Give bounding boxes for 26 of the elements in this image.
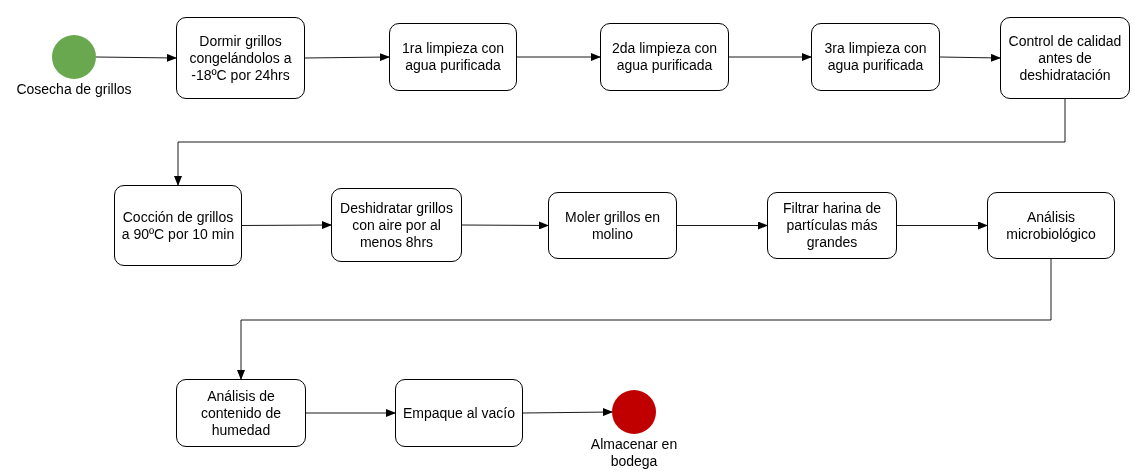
step-text: Deshidratar grillos con aire por al menos 8hrs (339, 199, 454, 251)
process-box (811, 23, 940, 91)
step-text: 1ra limpieza con agua purificada (401, 40, 505, 74)
step-text: Análisis de contenido de humedad (199, 387, 283, 439)
step-text: 2da limpieza con agua purificada (610, 40, 719, 74)
process-box (987, 192, 1115, 259)
step-text: 3ra limpieza con agua purificada (823, 40, 928, 74)
process-box (548, 192, 677, 259)
node-caption: Almacenar en bodega (589, 436, 679, 470)
process-box (176, 17, 305, 99)
process-box (1000, 17, 1130, 99)
step-text: Control de calidad antes de deshidratación (1007, 32, 1123, 84)
process-box (176, 379, 306, 447)
process-box (395, 379, 523, 447)
step-text: Moler grillos en molino (564, 208, 661, 243)
step-text: Filtrar harina de partículas más grandes (781, 200, 882, 251)
node-caption: Cosecha de grillos (15, 81, 133, 98)
process-box (767, 192, 897, 259)
process-box (331, 188, 462, 262)
step-text: Cocción de grillos a 90ºC por 10 min (121, 208, 235, 243)
step-text: Dormir grillos congelándolos a -18ºC por 24hrs (188, 32, 293, 84)
process-box (600, 23, 729, 91)
step-text: Empaque al vacío (402, 404, 516, 422)
step-text: Análisis microbiológico (1005, 208, 1097, 243)
process-box (114, 185, 242, 266)
process-box (389, 23, 517, 91)
